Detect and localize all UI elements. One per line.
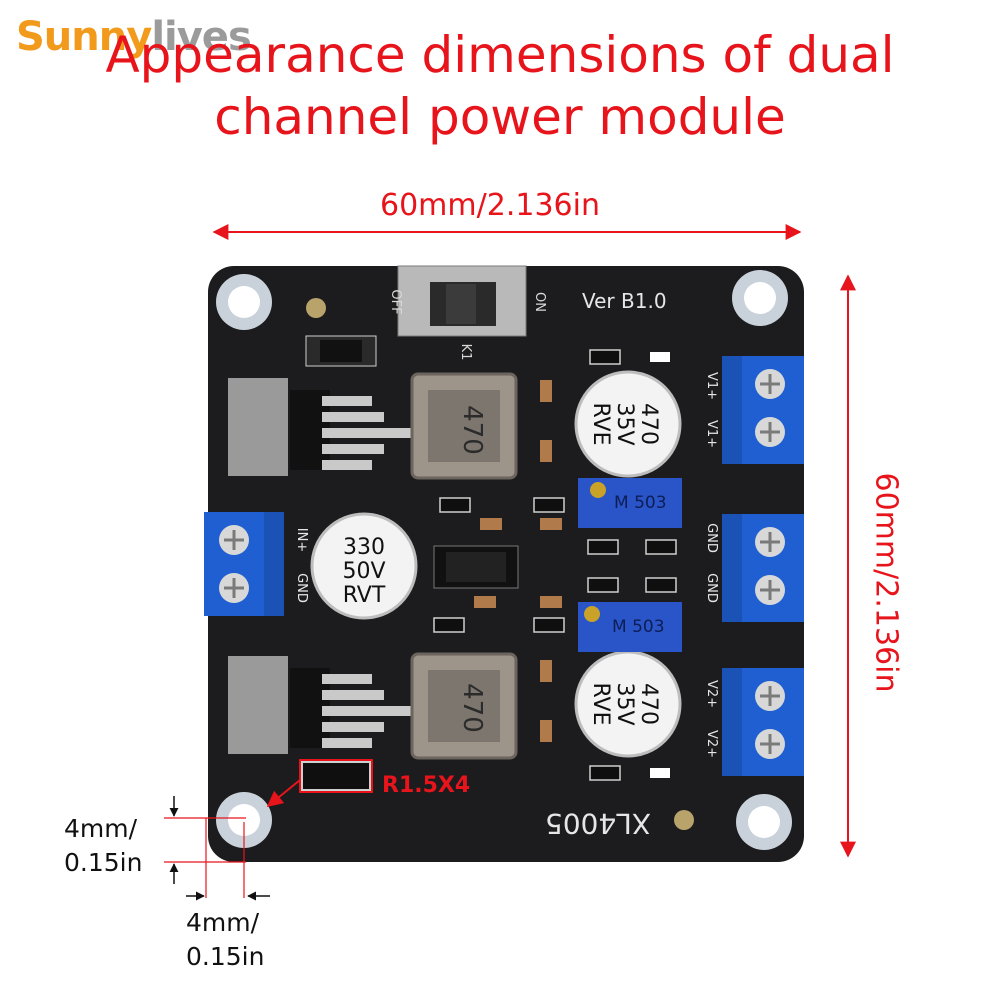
title-line2: channel power module bbox=[214, 88, 786, 146]
mounting-hole-bl bbox=[216, 792, 272, 848]
cap-input-line1: 330 bbox=[343, 535, 385, 560]
version-label: Ver B1.0 bbox=[582, 289, 667, 313]
shunt-resistor bbox=[301, 761, 371, 791]
inductor-bottom bbox=[410, 652, 518, 760]
cap-out2-line3: RVE bbox=[588, 682, 613, 725]
terminal-gnd-label-a: GND bbox=[704, 523, 719, 553]
page-title: Appearance dimensions of dual channel po… bbox=[0, 24, 1000, 148]
slide-switch bbox=[397, 265, 527, 337]
led-bottom bbox=[650, 768, 670, 778]
smd-diode-top bbox=[305, 335, 377, 367]
middle-ic bbox=[433, 545, 519, 589]
smd-small-parts bbox=[433, 349, 677, 781]
hole-h-line2: 0.15in bbox=[186, 942, 265, 971]
cap-out2-line1: 470 bbox=[636, 683, 661, 725]
mounting-hole-tl bbox=[216, 274, 272, 330]
brand-part1: Sunny bbox=[16, 14, 152, 60]
terminal-gnd bbox=[722, 514, 804, 622]
mounting-hole-tr bbox=[732, 270, 788, 326]
title-line1: Appearance dimensions of dual bbox=[105, 26, 895, 84]
hole-v-line2: 0.15in bbox=[64, 848, 143, 877]
terminal-v2-label-a: V2+ bbox=[704, 680, 719, 708]
regulator-ic-bottom bbox=[228, 656, 412, 754]
hole-vertical-note: 4mm/ 0.15in bbox=[64, 812, 142, 880]
test-pad-top bbox=[306, 298, 326, 318]
width-dimension-label: 60mm/2.136in bbox=[380, 188, 600, 223]
hole-dimension-lines bbox=[164, 817, 246, 898]
switch-ref-label: K1 bbox=[458, 344, 473, 361]
inductor-top bbox=[410, 372, 518, 480]
mounting-hole-br bbox=[736, 794, 792, 850]
trim-pot-top bbox=[578, 478, 682, 528]
shunt-callout-arrow bbox=[266, 779, 301, 808]
terminal-v1-label-a: V1+ bbox=[704, 372, 719, 400]
terminal-input bbox=[204, 512, 284, 616]
terminal-gnd-label-b: GND bbox=[704, 573, 719, 603]
test-pad-bottom bbox=[674, 810, 694, 830]
terminal-v2 bbox=[722, 668, 804, 776]
inductor-top-label: 470 bbox=[457, 405, 487, 455]
cap-out2-line2: 35V bbox=[612, 682, 637, 725]
switch-on-label: ON bbox=[532, 292, 547, 312]
shunt-highlight-box bbox=[299, 759, 373, 793]
model-label: XL4005 bbox=[545, 807, 651, 840]
led-top bbox=[650, 352, 670, 362]
hole-v-line1: 4mm/ bbox=[64, 814, 138, 843]
smd-resistors bbox=[474, 380, 562, 742]
brand-part2: lives bbox=[151, 14, 251, 60]
cap-out1-line1: 470 bbox=[636, 403, 661, 445]
pot-top-label: M 503 bbox=[614, 493, 667, 513]
terminal-v2-label-b: V2+ bbox=[704, 730, 719, 758]
shunt-callout-label: R1.5X4 bbox=[382, 773, 470, 798]
terminal-v1-label-b: V1+ bbox=[704, 420, 719, 448]
cap-input-line3: RVT bbox=[343, 583, 386, 608]
switch-off-label: OFF bbox=[388, 289, 403, 314]
hole-h-line1: 4mm/ bbox=[186, 908, 260, 937]
capacitor-output-1 bbox=[574, 370, 682, 478]
terminal-in-gnd-label: GND bbox=[294, 573, 309, 603]
trim-pot-bottom bbox=[578, 602, 682, 652]
terminal-in-pos-label: IN+ bbox=[294, 528, 309, 552]
regulator-ic-top bbox=[228, 378, 412, 476]
pot-bottom-label: M 503 bbox=[612, 617, 665, 637]
cap-out1-line2: 35V bbox=[612, 402, 637, 445]
cap-out1-line3: RVE bbox=[588, 402, 613, 445]
brand-logo: Sunnylives bbox=[16, 14, 252, 60]
cap-input-line2: 50V bbox=[342, 559, 385, 584]
terminal-v1 bbox=[722, 356, 804, 464]
inductor-bottom-label: 470 bbox=[457, 683, 487, 733]
hole-horizontal-note: 4mm/ 0.15in bbox=[186, 906, 264, 974]
capacitor-input bbox=[310, 512, 418, 620]
